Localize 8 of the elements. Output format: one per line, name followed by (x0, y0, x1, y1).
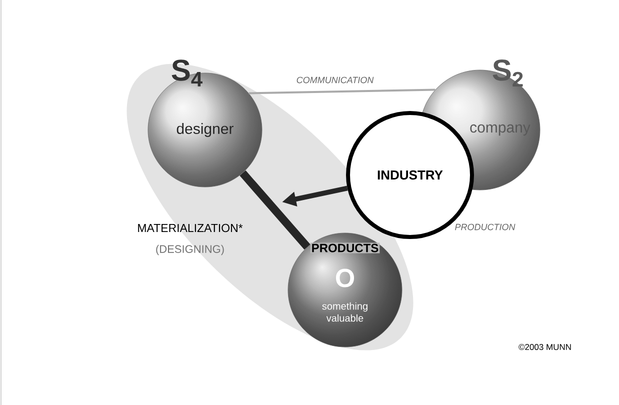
circle-node: S$_{4}$ designer (148, 60, 262, 188)
connector (240, 170, 310, 250)
circle-node: PRODUCTS O something valuable (288, 232, 402, 348)
connector (248, 88, 436, 94)
edge-label: COMMUNICATION (296, 76, 374, 84)
text-label: (DESIGNING) (156, 244, 224, 256)
text-label: MATERIALIZATION* (138, 224, 243, 232)
copyright-note: ©2003 MUNN (518, 344, 571, 350)
